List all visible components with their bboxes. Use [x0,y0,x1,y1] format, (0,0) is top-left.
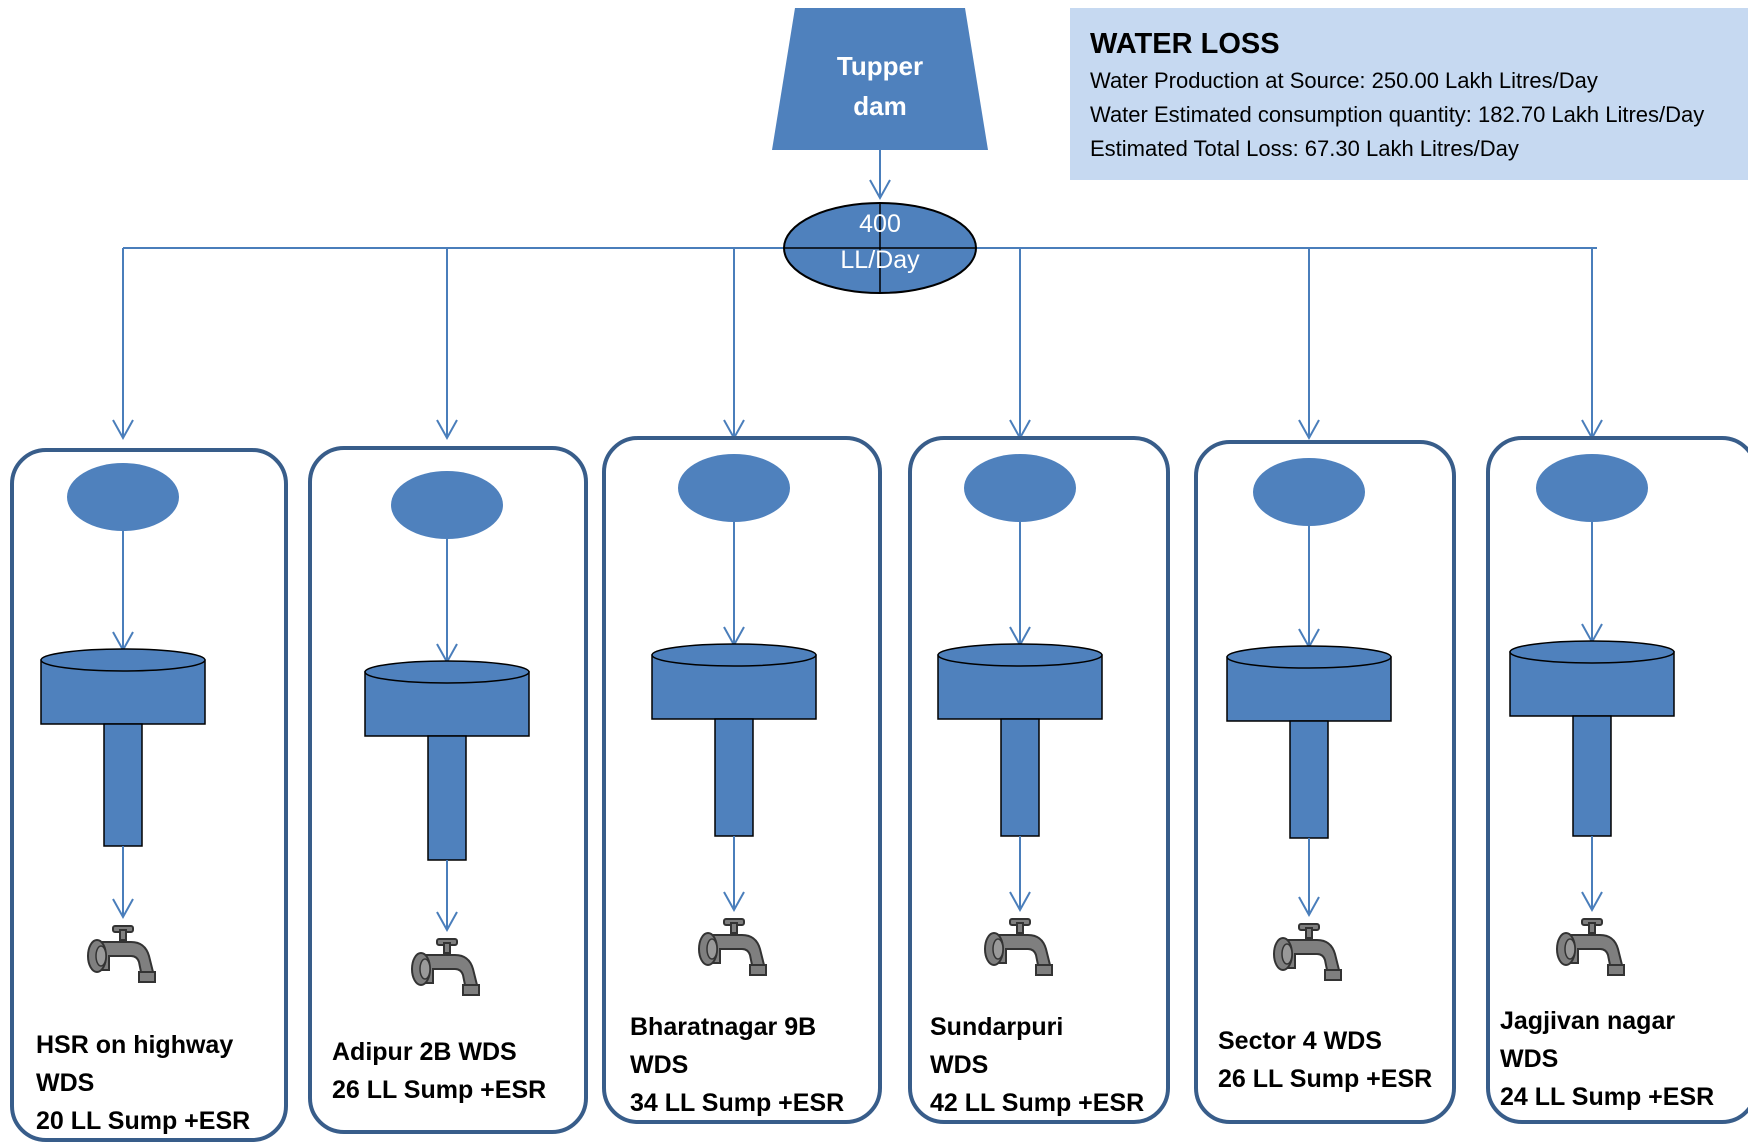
station-box [308,446,588,1134]
sump-ellipse [1253,458,1365,526]
tank-body [364,671,530,737]
water-loss-production: Water Production at Source: 250.00 Lakh … [1090,68,1598,93]
arrow-hub-to-station [1298,248,1320,441]
station-capacity: 34 LL Sump +ESR [630,1089,845,1117]
water-tap-icon [87,925,156,983]
water-loss-total: Estimated Total Loss: 67.30 Lakh Litres/… [1090,136,1519,161]
station-name: HSR on highway [36,1031,234,1059]
tank-top [40,648,206,672]
water-tap-icon [1556,918,1625,976]
arrow-sump-to-tank [436,539,458,665]
arrow-hub-to-station [723,248,745,441]
arrow-sump-to-tank [112,531,134,653]
hub-label: 400 LL/Day [780,206,980,278]
station-name: Sector 4 WDS [1218,1027,1382,1055]
water-tap-icon [411,938,480,996]
station-label-5: Sector 4 WDS 26 LL Sump +ESR [1218,1022,1432,1098]
station-box [908,436,1170,1124]
station-label-1: HSR on highway WDS 20 LL Sump +ESR [36,1026,250,1140]
station-box [1486,436,1748,1124]
water-tap-icon [1273,923,1342,981]
water-tap-icon [984,918,1053,976]
water-loss-consumption: Water Estimated consumption quantity: 18… [1090,102,1705,127]
station-name: Adipur 2B WDS [332,1038,517,1066]
arrow-tank-to-tap [723,836,745,913]
station-capacity: 24 LL Sump +ESR [1500,1083,1715,1111]
arrow-sump-to-tank [1009,522,1031,648]
arrow-hub-to-station [1581,248,1603,441]
station-6 [1486,248,1748,1124]
arrow-hub-to-station [112,248,134,441]
source-dam-shape [772,8,988,150]
station-type: WDS [1500,1045,1559,1073]
sump-ellipse [964,454,1076,522]
arrow-tank-to-tap [1009,836,1031,913]
station-label-6: Jagjivan nagar WDS 24 LL Sump +ESR [1500,1002,1714,1116]
arrow-tank-to-tap [112,846,134,920]
tank-stem [714,718,754,837]
water-loss-box: WATER LOSS Water Production at Source: 2… [1070,8,1748,180]
station-4 [908,248,1170,1124]
station-1 [10,248,288,1142]
station-type: WDS [630,1051,689,1079]
tank-top [1226,645,1392,669]
station-3 [602,248,882,1124]
tank-top [937,643,1103,667]
arrow-sump-to-tank [1581,522,1603,645]
arrow-tank-to-tap [1298,838,1320,918]
station-name: Bharatnagar 9B [630,1013,817,1041]
station-5 [1194,248,1456,1124]
sump-ellipse [678,454,790,522]
station-type: WDS [930,1051,989,1079]
sump-ellipse [391,471,503,539]
station-name: Jagjivan nagar [1500,1007,1676,1035]
station-box [1194,440,1456,1124]
station-label-4: Sundarpuri WDS 42 LL Sump +ESR [930,1008,1144,1122]
station-2 [308,248,588,1134]
arrow-hub-to-station [1009,248,1031,441]
tank-stem [1572,715,1612,837]
station-capacity: 26 LL Sump +ESR [332,1076,547,1104]
source-label: Tupper dam [790,46,970,126]
source-label-line2: dam [853,91,907,121]
arrow-tank-to-tap [1581,836,1603,913]
station-box [602,436,882,1124]
tank-top [364,660,530,684]
arrow-tank-to-tap [436,860,458,933]
sump-ellipse [1536,454,1648,522]
hub-label-line2: LL/Day [840,246,920,274]
arrow-source-to-hub [869,150,891,201]
station-label-3: Bharatnagar 9B WDS 34 LL Sump +ESR [630,1008,844,1122]
source-label-line1: Tupper [836,51,924,81]
arrow-hub-to-station [436,248,458,441]
station-capacity: 20 LL Sump +ESR [36,1107,251,1135]
station-capacity: 42 LL Sump +ESR [930,1089,1145,1117]
station-type: WDS [36,1069,95,1097]
arrow-sump-to-tank [1298,526,1320,650]
station-box [10,448,288,1142]
station-capacity: 26 LL Sump +ESR [1218,1065,1433,1093]
sump-ellipse [67,463,179,531]
tank-top [651,643,817,667]
tank-stem [103,723,143,847]
tank-stem [427,735,467,861]
station-name: Sundarpuri [930,1013,1064,1041]
water-tap-icon [698,918,767,976]
water-loss-title: WATER LOSS [1090,28,1280,60]
hub-label-line1: 400 [859,210,901,238]
tank-top [1509,640,1675,664]
arrow-sump-to-tank [723,522,745,648]
tank-stem [1000,718,1040,837]
tank-stem [1289,720,1329,839]
station-label-2: Adipur 2B WDS 26 LL Sump +ESR [332,1033,546,1109]
